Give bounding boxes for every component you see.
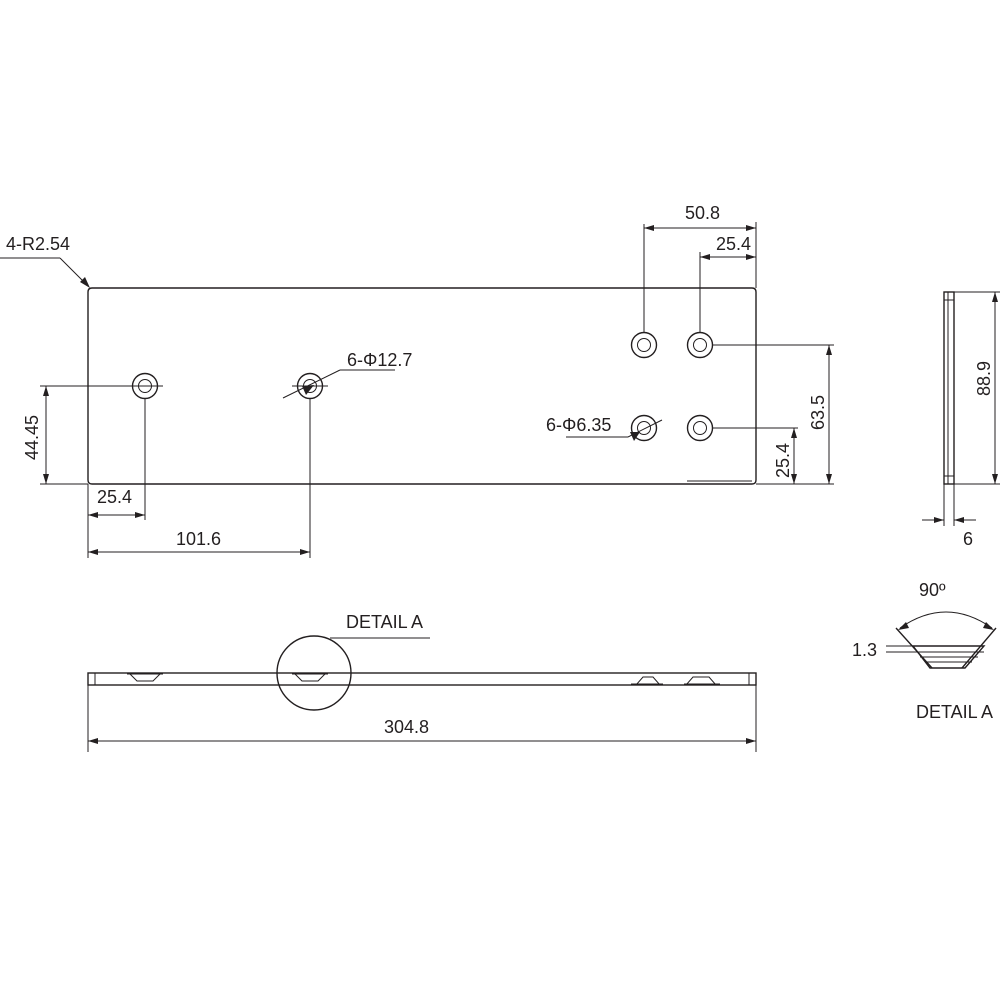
detail-circle [276, 635, 352, 711]
dim-left-hole-height [40, 385, 133, 485]
countersink-4 [684, 676, 720, 686]
dim-hole-pair-x-label: 101.6 [176, 529, 221, 549]
detail-a: 90º 1.3 DETAIL A [852, 580, 997, 722]
dim-right-hole-height [712, 344, 834, 485]
large-hole-leader [282, 369, 395, 399]
dim-hole-pair-x [88, 398, 311, 558]
countersink-1 [127, 672, 163, 682]
dim-left-hole-x [87, 398, 146, 558]
bottom-view: DETAIL A 304.8 [87, 612, 757, 752]
dim-top-spacing-label: 50.8 [685, 203, 720, 223]
hole-right-top-2 [686, 331, 714, 359]
dim-left-hole-height-label: 44.45 [22, 415, 42, 460]
countersink-3 [631, 676, 663, 686]
plate-outline [87, 287, 757, 485]
side-view: 88.9 6 [922, 291, 1000, 549]
countersink-angle-label: 90º [919, 580, 946, 600]
dim-plate-height-label: 88.9 [974, 361, 994, 396]
dim-overall-length-label: 304.8 [384, 717, 429, 737]
large-hole-label: 6-Φ12.7 [347, 350, 412, 370]
small-hole-leader [566, 419, 663, 441]
corner-radius-label: 4-R2.54 [6, 234, 70, 254]
hole-right-bottom-2 [686, 414, 714, 442]
dim-top-spacing [643, 222, 757, 333]
detail-callout-label: DETAIL A [346, 612, 423, 632]
bottom-plate [87, 672, 757, 686]
dim-top-offset-label: 25.4 [716, 234, 751, 254]
dim-left-hole-x-label: 25.4 [97, 487, 132, 507]
side-plate [943, 291, 955, 485]
dim-right-hole-height-label: 63.5 [808, 395, 828, 430]
dim-top-offset [699, 252, 756, 333]
countersink-depth-label: 1.3 [852, 640, 877, 660]
hole-right-top-1 [630, 331, 658, 359]
detail-title-label: DETAIL A [916, 702, 993, 722]
dim-right-lower-height [712, 427, 798, 484]
corner-radius-leader [0, 257, 90, 288]
small-hole-label: 6-Φ6.35 [546, 415, 611, 435]
countersink-2 [292, 672, 328, 682]
front-view: 4-R2.54 6-Φ12.7 6-Φ6.35 50.8 [0, 203, 834, 558]
dim-right-lower-height-label: 25.4 [773, 443, 793, 478]
dim-thickness-label: 6 [963, 529, 973, 549]
